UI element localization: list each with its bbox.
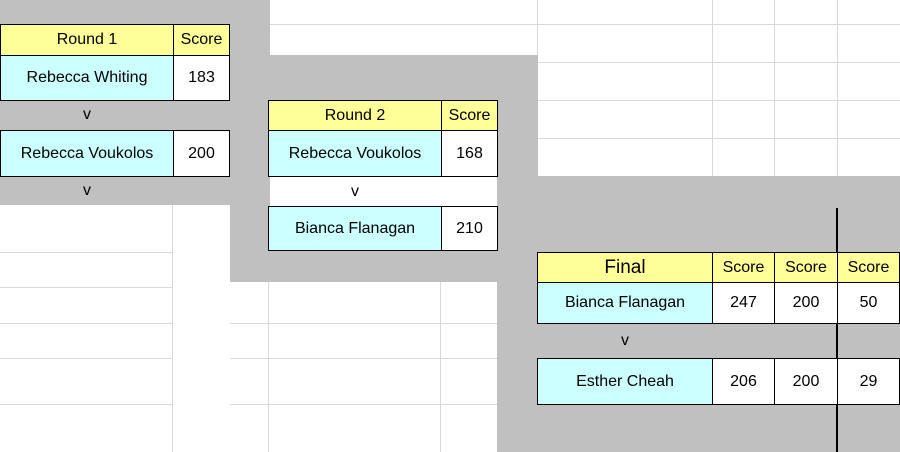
round1-versus-2: v: [83, 181, 91, 199]
final-versus: v: [621, 332, 629, 349]
round1-player1-name: Rebecca Whiting: [0, 55, 174, 101]
final-score-header-1: Score: [712, 252, 775, 283]
round2-player2-name: Bianca Flanagan: [268, 206, 442, 251]
final-player1-name: Bianca Flanagan: [537, 282, 713, 324]
final-player1-score-1: 247: [712, 282, 775, 324]
round2-player1-name: Rebecca Voukolos: [268, 130, 442, 177]
final-header: Final: [537, 252, 713, 283]
round1-header: Round 1: [0, 24, 174, 56]
final-player2-name: Esther Cheah: [537, 358, 713, 405]
round1-player2-score: 200: [173, 130, 230, 177]
round1-player1-score: 183: [173, 55, 230, 101]
round1-player2-name: Rebecca Voukolos: [0, 130, 174, 177]
final-player1-score-2: 200: [774, 282, 838, 324]
round2-score-header: Score: [441, 100, 498, 131]
round2-player1-score: 168: [441, 130, 498, 177]
final-player1-score-3: 50: [837, 282, 900, 324]
round2-versus: v: [351, 182, 359, 200]
final-score-header-2: Score: [774, 252, 838, 283]
final-score-header-3: Score: [837, 252, 900, 283]
round2-player2-score: 210: [441, 206, 498, 251]
round1-score-header: Score: [173, 24, 230, 56]
final-player2-score-2: 200: [774, 358, 838, 405]
final-player2-score-3: 29: [837, 358, 900, 405]
round1-versus-1: v: [83, 106, 91, 123]
final-player2-score-1: 206: [712, 358, 775, 405]
round2-header: Round 2: [268, 100, 442, 131]
